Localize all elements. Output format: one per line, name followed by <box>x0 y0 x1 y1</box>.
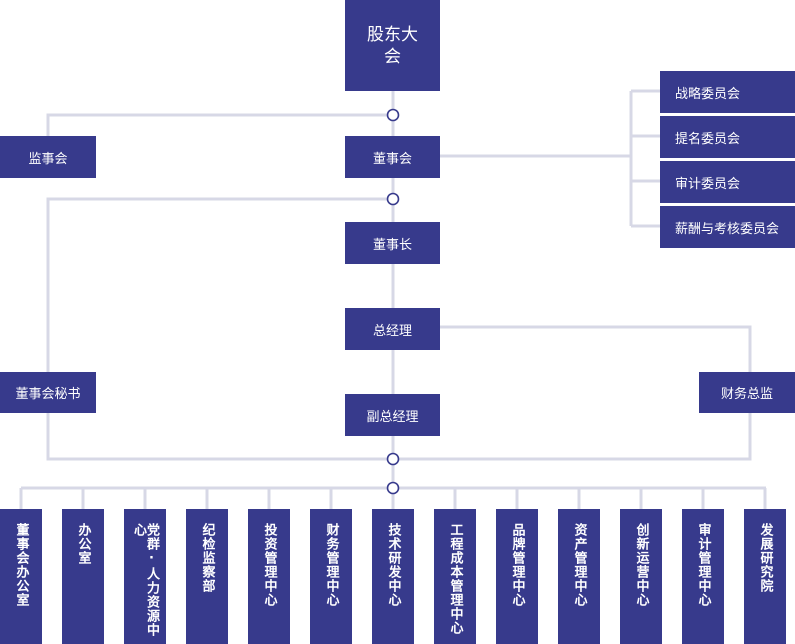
committee-box: 提名委员会 <box>660 116 795 158</box>
department-label: 投资管理中心 <box>261 523 277 607</box>
department-label: 党群·人力资源中心 <box>131 523 159 637</box>
department-label: 发展研究院 <box>757 523 773 593</box>
department-label: 纪检监察部 <box>199 523 215 593</box>
supervisory-board-box: 监事会 <box>0 136 96 178</box>
committee-label: 审计委员会 <box>675 176 741 192</box>
junction-node <box>386 481 400 495</box>
cfo-box: 财务总监 <box>699 372 795 413</box>
chairman-label: 董事长 <box>372 237 412 253</box>
department-box: 审计管理中心 <box>682 509 724 644</box>
department-box: 品牌管理中心 <box>496 509 538 644</box>
department-box: 投资管理中心 <box>248 509 290 644</box>
general-manager-label: 总经理 <box>372 323 412 339</box>
committee-box: 薪酬与考核委员会 <box>660 206 795 248</box>
board-label: 董事会 <box>372 151 412 167</box>
committee-box: 审计委员会 <box>660 161 795 203</box>
shareholders-meeting-label: 股东大会 <box>367 24 418 67</box>
junction-node <box>386 192 400 206</box>
department-box: 工程成本管理中心 <box>434 509 476 644</box>
chairman-box: 董事长 <box>345 222 440 264</box>
department-box: 纪检监察部 <box>186 509 228 644</box>
department-label: 财务管理中心 <box>323 523 339 607</box>
department-label: 审计管理中心 <box>695 523 711 607</box>
general-manager-box: 总经理 <box>345 308 440 350</box>
board-box: 董事会 <box>345 136 440 178</box>
junction-node <box>386 108 400 122</box>
department-box: 董事会办公室 <box>0 509 42 644</box>
deputy-gm-label: 副总经理 <box>366 409 419 425</box>
department-box: 资产管理中心 <box>558 509 600 644</box>
committee-box: 战略委员会 <box>660 71 795 113</box>
supervisory-board-label: 监事会 <box>28 151 68 167</box>
department-label: 技术研发中心 <box>385 523 401 607</box>
junction-node <box>386 452 400 466</box>
board-secretary-box: 董事会秘书 <box>0 372 96 413</box>
committee-label: 提名委员会 <box>675 131 741 147</box>
department-label: 工程成本管理中心 <box>447 523 463 635</box>
department-box: 发展研究院 <box>744 509 786 644</box>
deputy-gm-box: 副总经理 <box>345 394 440 436</box>
department-label: 资产管理中心 <box>571 523 587 607</box>
department-label: 品牌管理中心 <box>509 523 525 607</box>
committee-label: 薪酬与考核委员会 <box>675 221 780 237</box>
department-box: 创新运营中心 <box>620 509 662 644</box>
shareholders-meeting-box: 股东大会 <box>345 0 440 91</box>
cfo-label: 财务总监 <box>720 387 773 402</box>
department-box: 技术研发中心 <box>372 509 414 644</box>
department-label: 创新运营中心 <box>633 523 649 607</box>
department-box: 党群·人力资源中心 <box>124 509 166 644</box>
board-secretary-label: 董事会秘书 <box>15 387 81 402</box>
department-label: 办公室 <box>75 523 91 565</box>
department-label: 董事会办公室 <box>13 523 29 607</box>
committee-label: 战略委员会 <box>675 86 741 102</box>
department-box: 财务管理中心 <box>310 509 352 644</box>
department-box: 办公室 <box>62 509 104 644</box>
